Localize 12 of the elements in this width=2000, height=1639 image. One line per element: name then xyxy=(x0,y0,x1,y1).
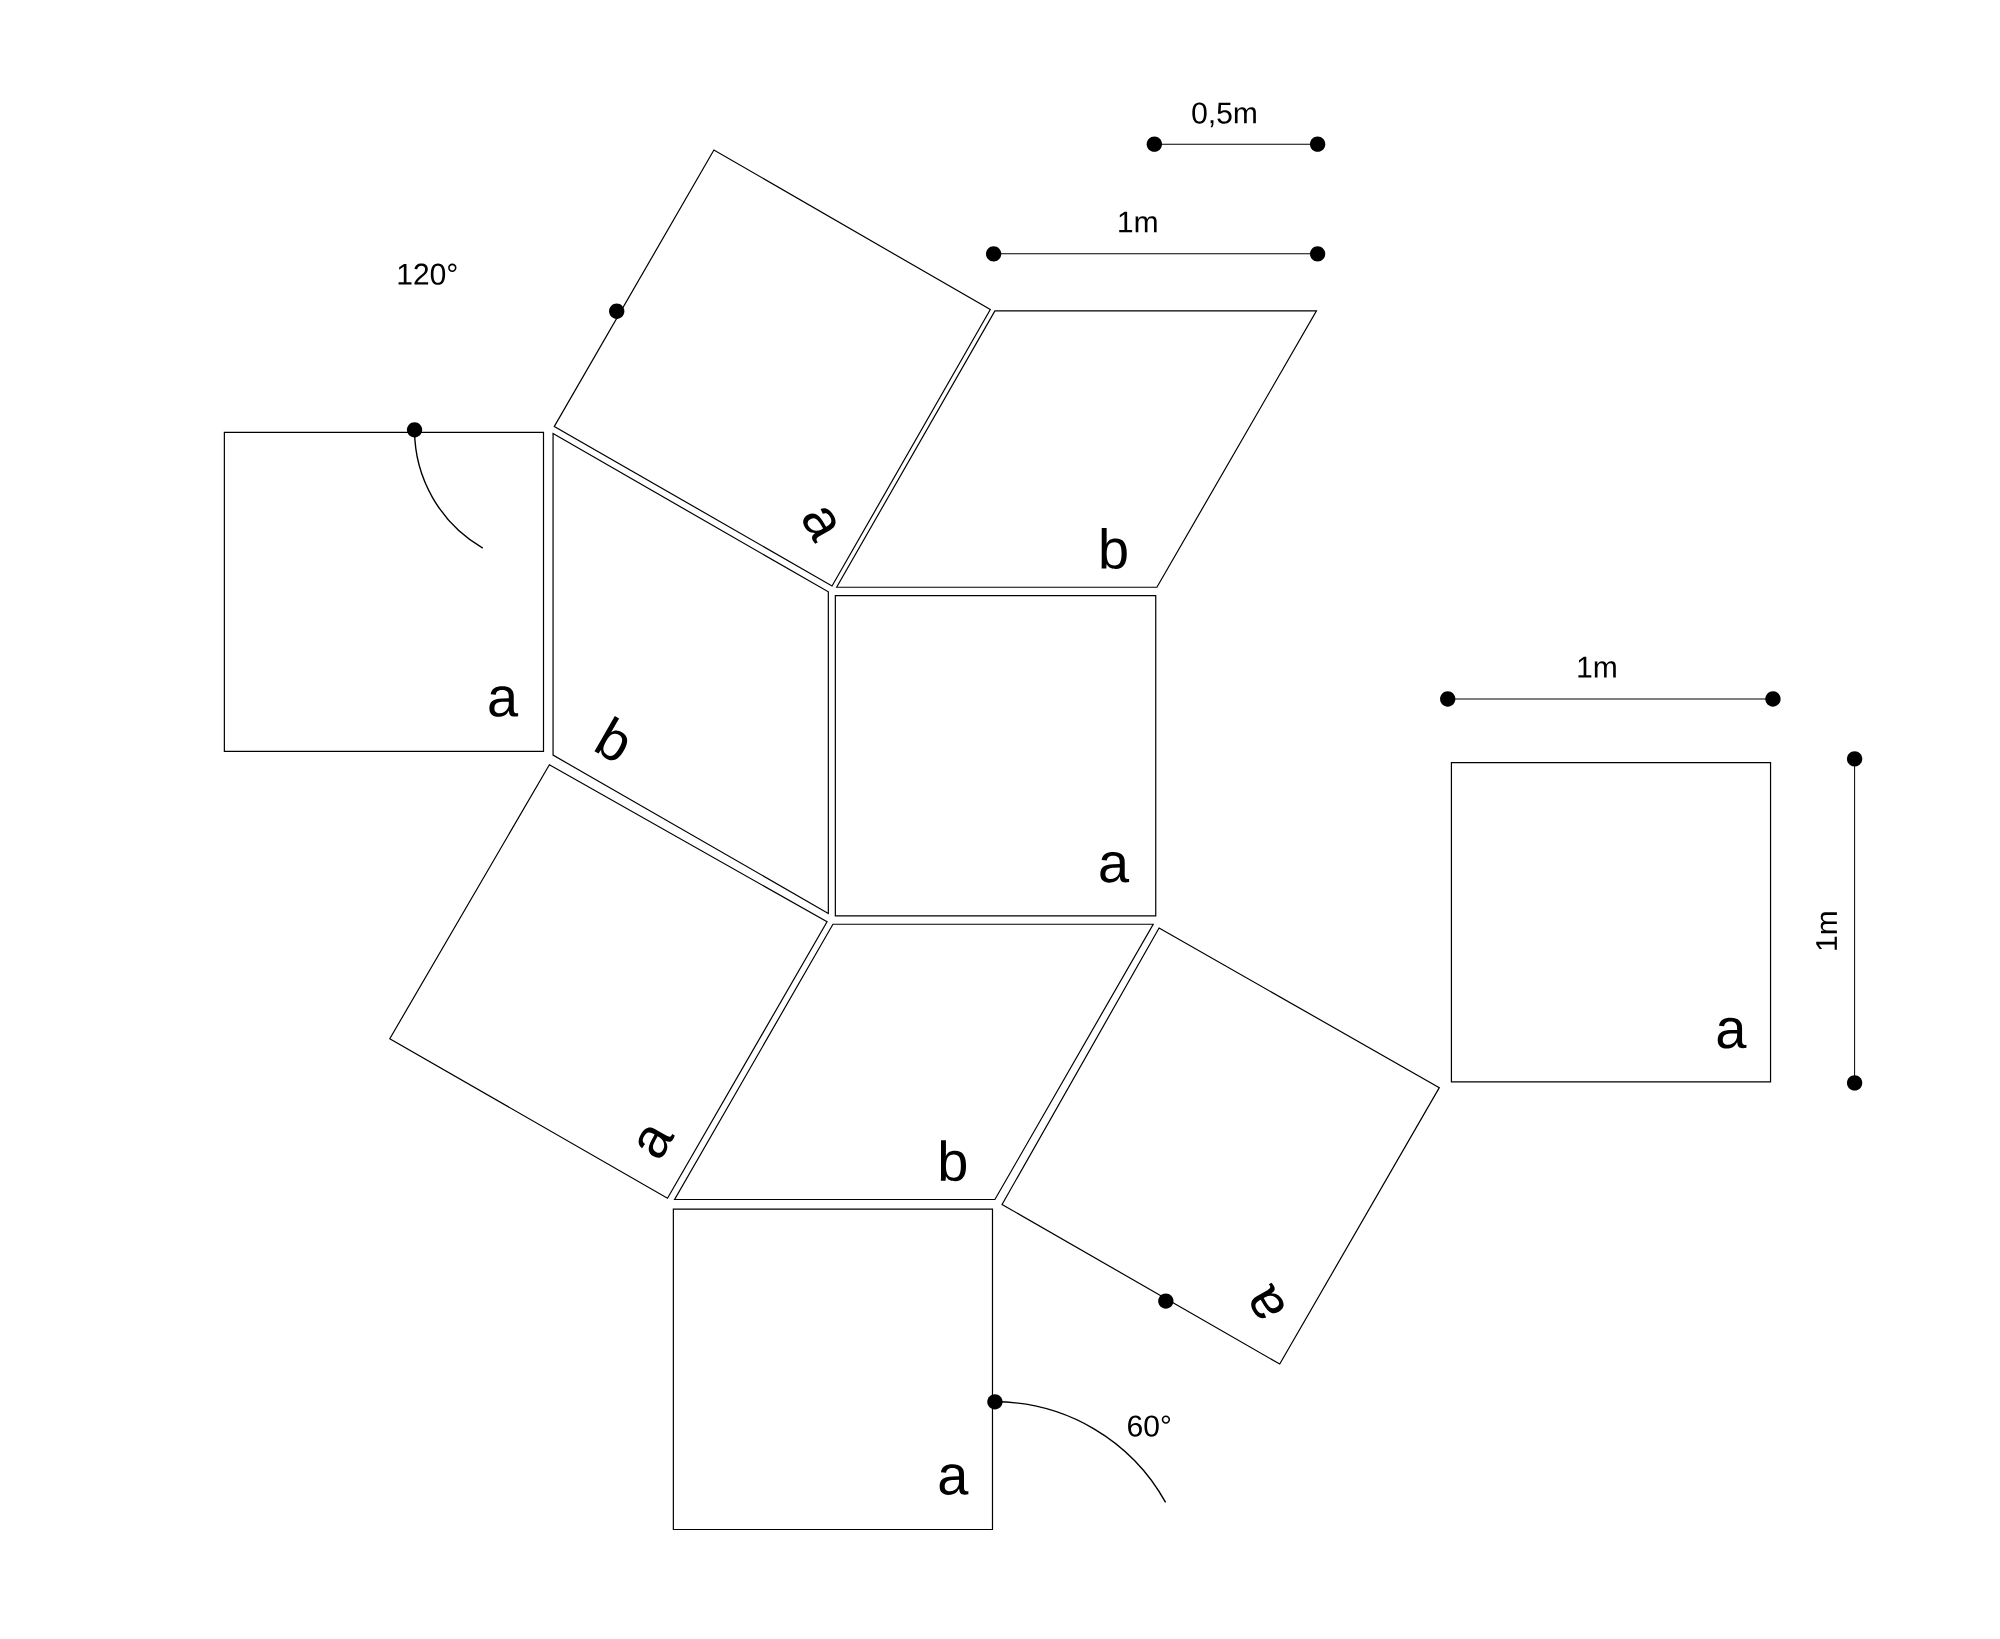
dimension-label: 120° xyxy=(398,263,457,285)
square-tile: a xyxy=(223,431,545,752)
dimension-label: 1m xyxy=(1816,912,1837,950)
square-tile: a xyxy=(553,149,992,587)
square-tile: a xyxy=(1450,762,1772,1083)
square-tile: a xyxy=(1001,927,1441,1365)
square-tile: a xyxy=(834,594,1157,917)
square-tile: a xyxy=(672,1208,994,1531)
dimension-label: 0,5m xyxy=(1192,102,1256,128)
dimension-label: 60° xyxy=(1128,1415,1171,1437)
dimension-label: 1m xyxy=(1119,211,1157,233)
dimension-label: 1m xyxy=(1578,656,1616,678)
